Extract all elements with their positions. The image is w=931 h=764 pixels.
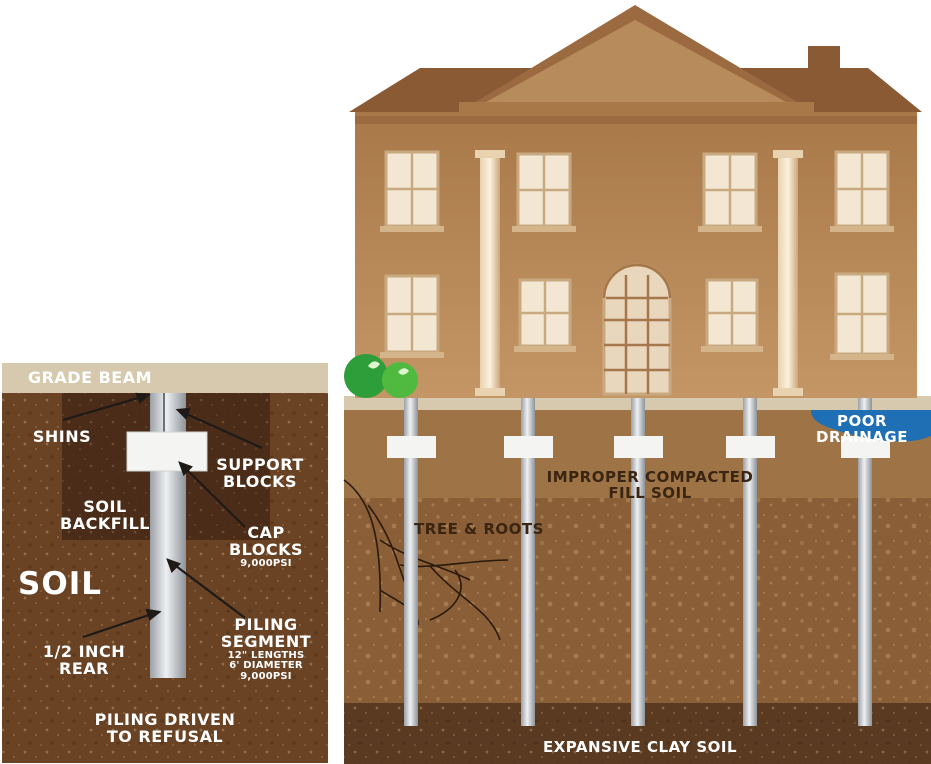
piles xyxy=(387,396,890,726)
fill-soil-label: IMPROPER COMPACTED FILL SOIL xyxy=(546,468,754,502)
tree-roots-label: TREE & ROOTS xyxy=(414,520,544,538)
grade-beam xyxy=(2,363,328,393)
arched-door xyxy=(602,263,672,396)
water-puddle xyxy=(811,410,931,442)
house-section xyxy=(343,5,931,764)
callout-arrows xyxy=(62,392,263,639)
poor-drainage-label: POOR DRAINAGE xyxy=(816,412,908,446)
shins-label: SHINS xyxy=(32,427,92,446)
grade-beam-label: GRADE BEAM xyxy=(27,368,153,387)
soil-backfill-label: SOIL BACKFILL xyxy=(60,497,150,533)
detail-panel xyxy=(2,363,328,763)
piling-driven-label: PILING DRIVEN TO REFUSAL xyxy=(94,710,236,746)
cap-blocks-label: CAP BLOCKS 9,000PSI xyxy=(228,523,304,569)
rear-label: 1/2 INCH REAR xyxy=(42,642,126,678)
support-block xyxy=(126,431,208,472)
columns xyxy=(475,150,803,396)
bushes xyxy=(344,354,418,398)
clay-soil-label: EXPANSIVE CLAY SOIL xyxy=(542,738,738,756)
piling-segment-label: PILING SEGMENT 12" LENGTHS 6' DIAMETER 9… xyxy=(220,615,312,682)
tree-roots xyxy=(343,479,509,641)
support-blocks-label: SUPPORT BLOCKS xyxy=(216,455,304,491)
soil-label: SOIL xyxy=(18,566,102,602)
